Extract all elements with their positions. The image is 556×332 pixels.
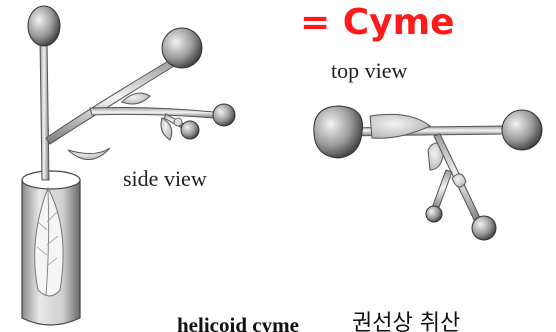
caption-term: helicoid cyme	[177, 313, 299, 332]
top-view-flower-small	[426, 206, 442, 222]
top-view-label: top view	[331, 58, 407, 83]
top-view-flower-right	[502, 110, 542, 150]
terminal-flower	[28, 6, 60, 46]
flower-secondary	[213, 104, 235, 126]
main-stem	[40, 40, 49, 180]
diagram-title: = Cyme	[300, 2, 455, 43]
flower-primary	[162, 28, 202, 68]
top-view-flower-bottom	[472, 216, 496, 240]
bract-lower	[68, 148, 110, 160]
top-view-bract-lower	[452, 174, 466, 187]
caption-korean: 권선상 취산	[352, 311, 460, 332]
bud-small	[174, 118, 182, 126]
top-view-illustration	[314, 106, 542, 240]
stem-cylinder-base	[22, 171, 80, 325]
branch-secondary	[90, 108, 214, 119]
side-view-label: side view	[123, 166, 207, 191]
top-view-flower-left	[314, 106, 363, 158]
flower-tertiary	[181, 121, 199, 139]
branch-primary	[46, 60, 174, 144]
